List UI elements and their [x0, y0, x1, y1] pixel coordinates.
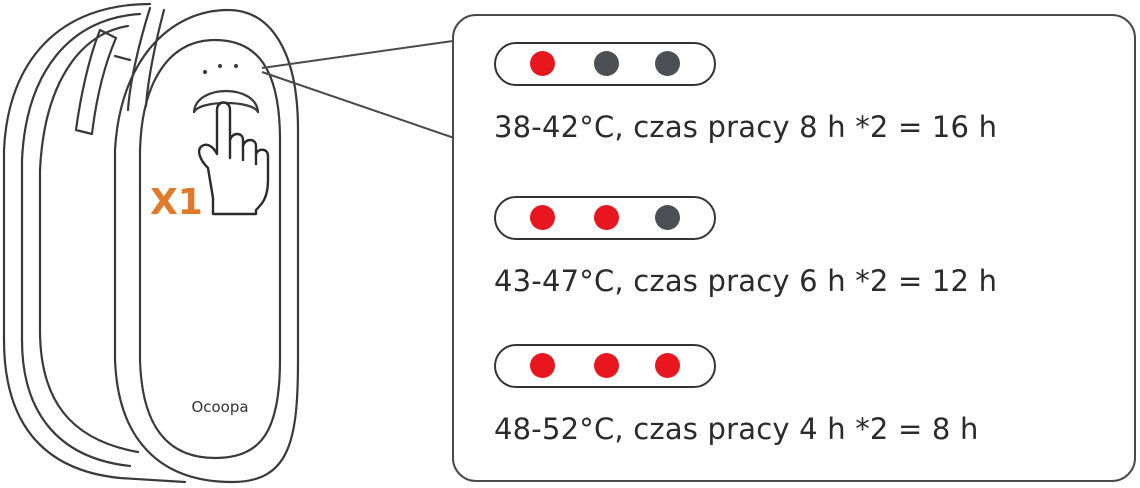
led-dot [530, 205, 555, 230]
led-dot [530, 51, 555, 76]
press-count-label: X1 [150, 182, 203, 223]
led-indicator-bar [494, 42, 716, 86]
heat-mode-1: 38-42°C, czas pracy 8 h *2 = 16 h [494, 42, 1114, 144]
mode-description: 38-42°C, czas pracy 8 h *2 = 16 h [494, 110, 998, 144]
led-dot [594, 205, 619, 230]
callout-lines [261, 39, 461, 141]
mode-description: 48-52°C, czas pracy 4 h *2 = 8 h [494, 412, 979, 446]
led-dot [655, 51, 680, 76]
brand-logo-text: Ocoopa [191, 398, 248, 416]
device-indicator-dots [203, 64, 238, 74]
heat-mode-3: 48-52°C, czas pracy 4 h *2 = 8 h [494, 344, 1114, 446]
mode-description: 43-47°C, czas pracy 6 h *2 = 12 h [494, 264, 998, 298]
led-dot [530, 353, 555, 378]
pressing-hand-icon [197, 101, 270, 216]
heat-levels-panel [452, 14, 1136, 482]
led-dot [594, 353, 619, 378]
led-indicator-bar [494, 344, 716, 388]
led-dot [655, 353, 680, 378]
led-dot [655, 205, 680, 230]
device-front-face [113, 8, 300, 484]
heat-mode-2: 43-47°C, czas pracy 6 h *2 = 12 h [494, 196, 1114, 298]
led-indicator-bar [494, 196, 716, 240]
led-dot [594, 51, 619, 76]
